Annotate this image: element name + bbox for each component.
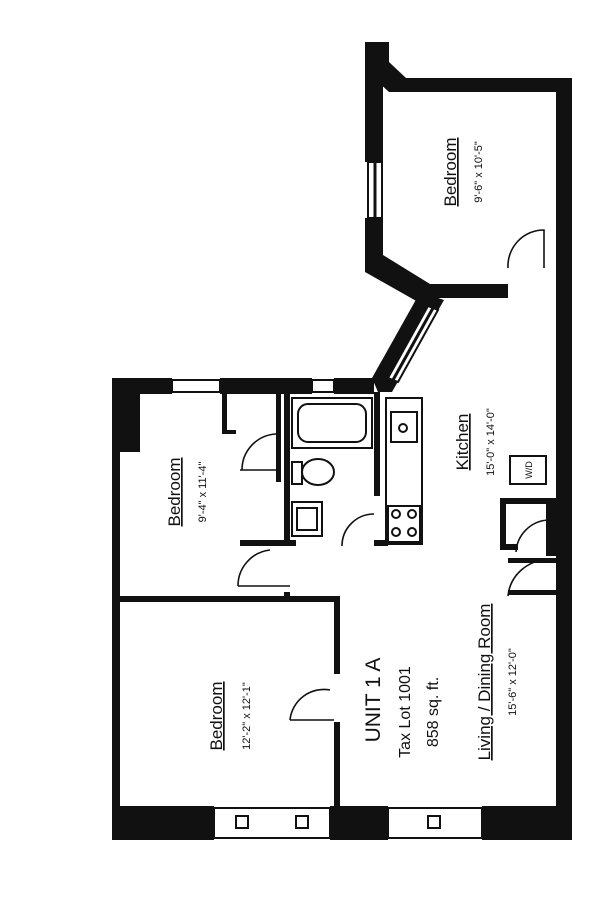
interior-walls (120, 392, 556, 812)
room-bedroom-sw: Bedroom 12'-2" x 12'-1" (207, 682, 253, 751)
tax-lot: Tax Lot 1001 (397, 666, 414, 758)
doors (237, 229, 549, 721)
sink (291, 501, 323, 537)
room-dims: 9'-6" x 10'-5" (473, 141, 485, 203)
room-dims: 15'-6" x 12'-0" (507, 648, 519, 716)
room-name: Bedroom (165, 458, 184, 527)
room-living-dining: Living / Dining Room 15'-6" x 12'-0" (475, 604, 519, 761)
kitchen-counter (385, 397, 423, 545)
appliance-label: W/D (524, 461, 534, 479)
room-name: Bedroom (441, 138, 460, 207)
room-dims: 12'-2" x 12'-1" (241, 682, 253, 750)
unit-info: UNIT 1 A Tax Lot 1001 858 sq. ft. (362, 658, 442, 758)
unit-title: UNIT 1 A (362, 658, 385, 743)
room-bedroom-mid: Bedroom 9'-4" x 11'-4" (165, 458, 209, 527)
room-dims: 15'-0" x 14'-0" (485, 408, 497, 476)
room-name: Kitchen (453, 414, 472, 471)
room-name: Living / Dining Room (475, 604, 494, 761)
room-name: Bedroom (207, 682, 226, 751)
room-bedroom-ne: Bedroom 9'-6" x 10'-5" (441, 138, 485, 207)
bathtub (291, 397, 373, 449)
washer-dryer: W/D (509, 455, 547, 485)
toilet (291, 458, 335, 486)
exterior-walls (112, 42, 572, 840)
diagonal-corridor (372, 296, 444, 392)
room-dims: 9'-4" x 11'-4" (197, 462, 209, 523)
room-kitchen: Kitchen 15'-0" x 14'-0" (453, 408, 497, 476)
windows (171, 161, 483, 839)
unit-area: 858 sq. ft. (425, 677, 442, 747)
